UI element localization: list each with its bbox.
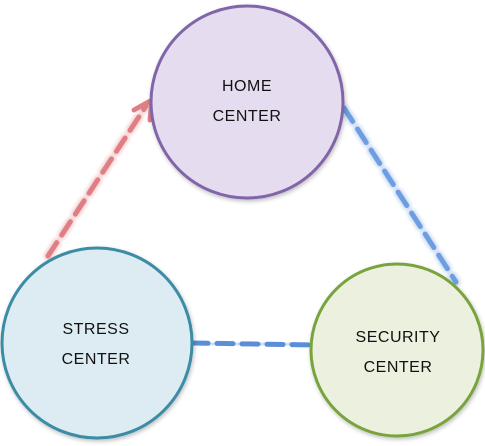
security-center-label-line2: CENTER <box>364 359 433 376</box>
security-center-circle <box>309 262 485 438</box>
connector-home-to-security <box>339 103 461 287</box>
home-center-circle <box>149 4 345 200</box>
security-center-label-line1: SECURITY <box>356 329 441 346</box>
stress-center-node: STRESS CENTER <box>0 246 194 440</box>
connector-stress-to-security <box>187 338 317 350</box>
stress-center-circle <box>0 246 194 440</box>
home-center-label-line2: CENTER <box>213 108 282 125</box>
stress-center-label-line2: CENTER <box>62 351 131 368</box>
home-center-label-line1: HOME <box>222 78 272 95</box>
connector-stress-to-home <box>43 97 155 261</box>
home-center-node: HOME CENTER <box>149 4 345 200</box>
stress-center-label-line1: STRESS <box>62 321 129 338</box>
security-center-node: SECURITY CENTER <box>309 262 485 438</box>
